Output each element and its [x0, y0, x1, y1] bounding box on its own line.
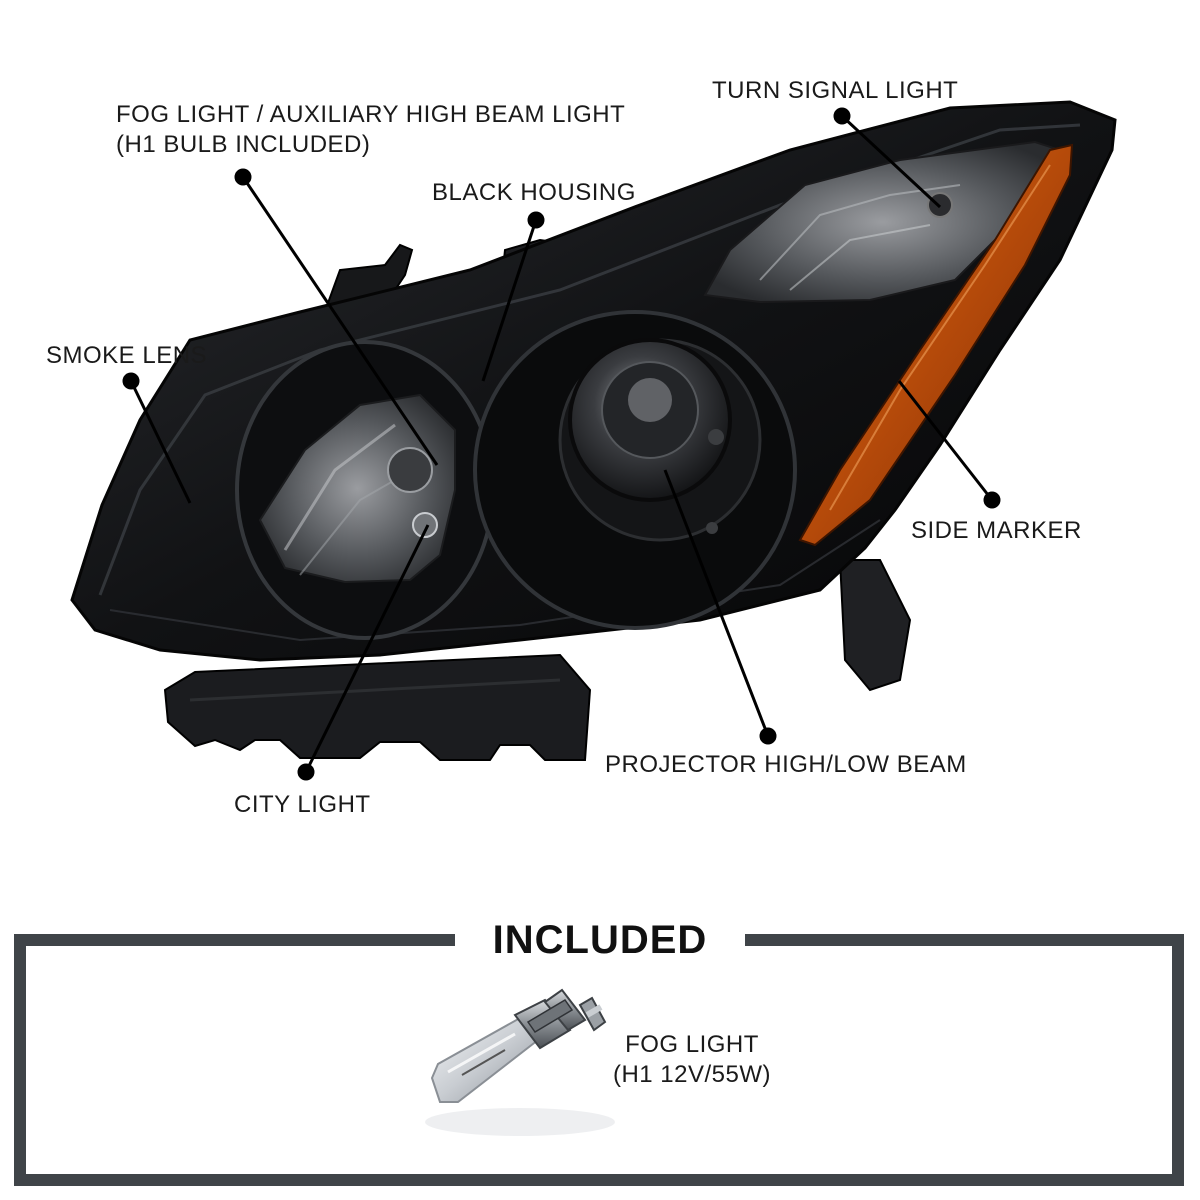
- dot-black-housing: [527, 211, 545, 229]
- label-city-light: CITY LIGHT: [234, 790, 371, 820]
- right-bracket: [838, 559, 912, 692]
- leader-turn-signal: [840, 114, 942, 209]
- label-black-housing-text: BLACK HOUSING: [432, 179, 636, 206]
- dot-city-light: [297, 763, 315, 781]
- leader-side-marker: [897, 380, 994, 501]
- dot-turn-signal: [833, 107, 851, 125]
- label-smoke-lens: SMOKE LENS: [46, 341, 207, 371]
- label-smoke-lens-text: SMOKE LENS: [46, 342, 208, 369]
- leader-fog-light: [241, 176, 439, 466]
- h1-bulb-image: [425, 988, 615, 1136]
- label-black-housing: BLACK HOUSING: [432, 178, 636, 208]
- included-item-label: FOG LIGHT (H1 12V/55W): [612, 1030, 772, 1090]
- headlight-assembly: [70, 100, 1117, 761]
- dot-projector: [759, 727, 777, 745]
- dot-side-marker: [983, 491, 1001, 509]
- included-item-line2: (H1 12V/55W): [612, 1061, 772, 1088]
- label-projector-text: PROJECTOR HIGH/LOW BEAM: [605, 751, 967, 778]
- label-turn-signal: TURN SIGNAL LIGHT: [712, 76, 958, 106]
- dot-smoke-lens: [122, 372, 140, 390]
- label-projector: PROJECTOR HIGH/LOW BEAM: [605, 750, 967, 780]
- leader-black-housing: [481, 219, 538, 382]
- dot-fog-light: [234, 168, 252, 186]
- leader-projector: [663, 469, 770, 737]
- lower-bracket: [163, 653, 592, 761]
- leader-smoke-lens: [129, 380, 192, 504]
- included-frame: [14, 934, 1184, 1186]
- label-fog-light-line2: (H1 BULB INCLUDED): [116, 131, 371, 158]
- label-city-light-text: CITY LIGHT: [234, 791, 371, 818]
- leader-city-light: [304, 524, 430, 773]
- label-side-marker-text: SIDE MARKER: [911, 517, 1082, 544]
- included-item-line1: FOG LIGHT: [625, 1031, 759, 1058]
- included-title: INCLUDED: [492, 918, 708, 962]
- label-side-marker: SIDE MARKER: [911, 516, 1082, 546]
- fog-light-reflector: [258, 393, 456, 584]
- label-fog-light-line1: FOG LIGHT / AUXILIARY HIGH BEAM LIGHT: [116, 101, 626, 128]
- label-fog-light: FOG LIGHT / AUXILIARY HIGH BEAM LIGHT (H…: [116, 100, 625, 160]
- callout-leaders: [122, 107, 1001, 781]
- label-turn-signal-text: TURN SIGNAL LIGHT: [712, 77, 959, 104]
